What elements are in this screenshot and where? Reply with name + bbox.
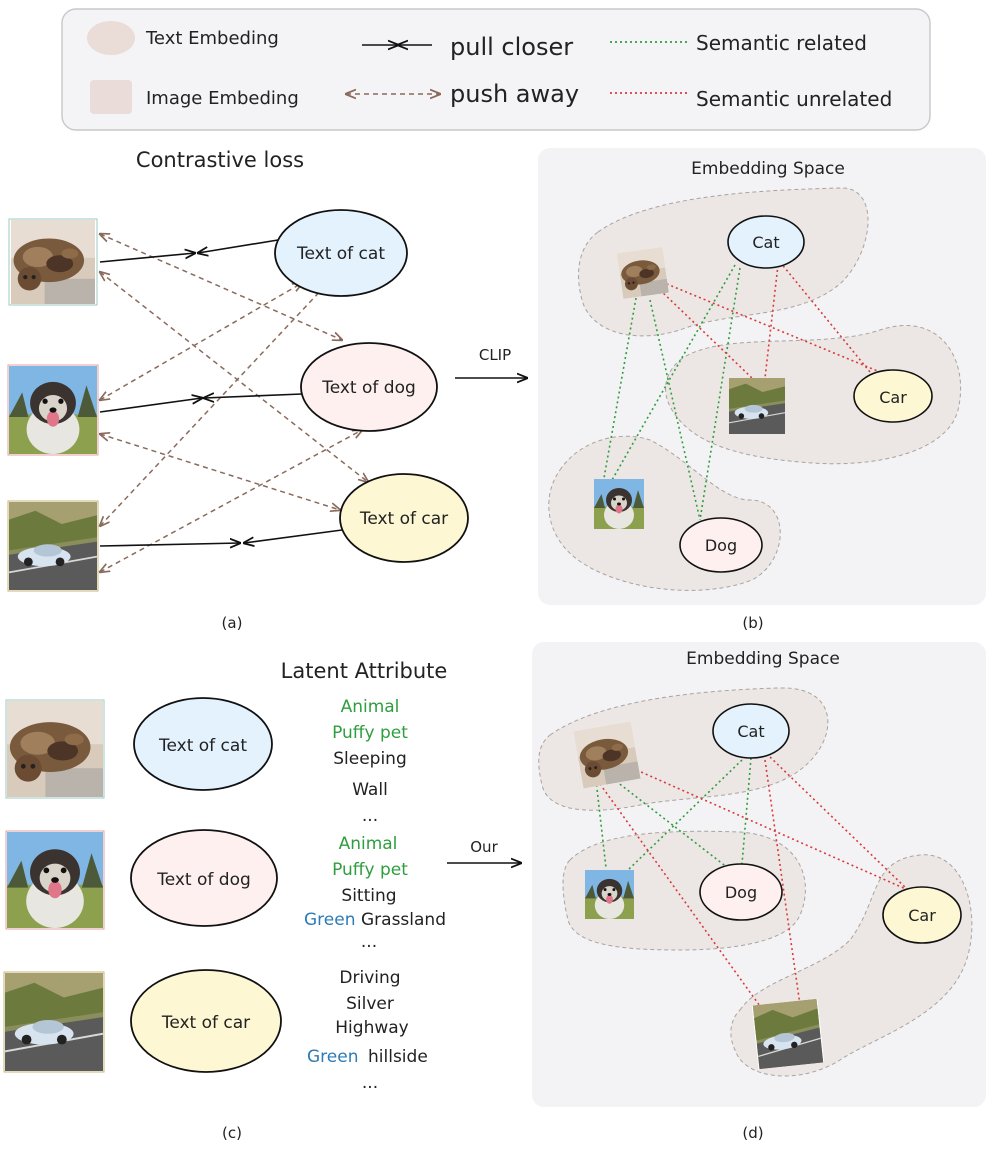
node-dog-b-label: Dog	[705, 536, 737, 555]
image-cat-d	[573, 721, 641, 789]
legend-image-embedding: Image Embeding	[146, 88, 299, 109]
text-node-car-a	[339, 473, 469, 563]
text-node-cat-c	[133, 697, 273, 791]
panel-b-caption: (b)	[742, 614, 763, 632]
attributes-car: Driving Silver Highway Green hillside ..…	[307, 968, 428, 1093]
attributes-cat: Animal Puffy pet Sleeping Wall ...	[332, 697, 408, 826]
node-cat-b-label: Cat	[752, 233, 779, 252]
node-dog-d	[699, 863, 783, 921]
unrelated-lines-b	[659, 261, 881, 379]
text-node-dog-c-label: Text of dog	[156, 870, 251, 890]
pull-closer-arrows	[99, 239, 343, 546]
node-car-d-label: Car	[908, 906, 936, 925]
text-node-car-a-label: Text of car	[359, 509, 448, 529]
panel-c: Latent Attribute Text of cat Text of dog…	[3, 659, 448, 1142]
text-node-dog-a	[300, 342, 438, 432]
image-dog-b	[594, 479, 644, 529]
image-dog-a	[7, 364, 99, 456]
attr-car-ellipsis: ...	[362, 1073, 378, 1093]
legend-semantic-related: Semantic related	[696, 31, 867, 55]
image-embedding-swatch	[90, 80, 132, 114]
our-arrow: Our	[447, 838, 521, 863]
image-car-a	[7, 500, 99, 592]
attr-car-highway: Highway	[335, 1018, 408, 1038]
panel-a-caption: (a)	[222, 614, 243, 632]
image-dog-c	[5, 830, 105, 930]
node-cat-d	[712, 703, 790, 759]
legend: Text Embeding Image Embeding pull closer…	[61, 8, 931, 131]
text-node-dog-a-label: Text of dog	[321, 378, 416, 398]
clip-arrow: CLIP	[455, 346, 527, 378]
attr-car-green: Green	[307, 1047, 358, 1067]
node-dog-b	[679, 517, 763, 573]
attr-car-silver: Silver	[346, 994, 394, 1014]
image-dog-d	[585, 870, 634, 919]
legend-push-away: push away	[450, 80, 579, 108]
node-car-b	[853, 369, 933, 423]
panel-d: Embedding Space	[532, 642, 986, 1142]
related-lines-b	[603, 264, 741, 521]
node-cat-b	[727, 215, 805, 269]
text-node-cat-a	[274, 209, 408, 297]
node-cat-d-label: Cat	[737, 722, 764, 741]
attr-dog-puffy-pet: Puffy pet	[332, 860, 408, 880]
our-arrow-label: Our	[470, 838, 498, 856]
legend-semantic-unrelated: Semantic unrelated	[696, 87, 892, 111]
node-dog-d-label: Dog	[725, 883, 757, 902]
attr-dog-sitting: Sitting	[341, 886, 396, 906]
attributes-dog: Animal Puffy pet Sitting Green Grassland…	[304, 834, 446, 952]
text-embedding-swatch	[87, 21, 135, 55]
text-node-cat-c-label: Text of cat	[158, 736, 247, 756]
image-car-b	[729, 378, 785, 434]
unrelated-lines-d	[599, 756, 909, 1021]
image-cat-a	[8, 218, 98, 306]
image-car-d	[751, 998, 825, 1070]
image-cat-b	[616, 247, 669, 299]
image-car-c	[3, 971, 105, 1073]
text-node-car-c-label: Text of car	[161, 1013, 250, 1033]
attr-car-hillside: hillside	[368, 1047, 428, 1067]
panel-a: Contrastive loss	[7, 148, 469, 632]
related-lines-d	[595, 757, 752, 871]
panel-c-title: Latent Attribute	[281, 659, 448, 683]
attr-car-driving: Driving	[339, 968, 400, 988]
attr-cat-ellipsis: ...	[362, 806, 378, 826]
attr-cat-animal: Animal	[341, 697, 400, 717]
attr-cat-sleeping: Sleeping	[333, 749, 407, 769]
panel-b: Embedding Space Ca	[538, 148, 986, 632]
attr-dog-green: Green	[304, 910, 355, 930]
image-cat-c	[5, 699, 105, 799]
panel-d-title: Embedding Space	[686, 649, 840, 669]
panel-d-caption: (d)	[742, 1124, 763, 1142]
panel-a-title: Contrastive loss	[136, 148, 304, 172]
attr-dog-animal: Animal	[339, 834, 398, 854]
attr-cat-puffy-pet: Puffy pet	[332, 723, 408, 743]
panel-c-caption: (c)	[222, 1124, 242, 1142]
legend-text-embedding: Text Embeding	[145, 28, 279, 49]
attr-dog-ellipsis: ...	[361, 932, 377, 952]
attr-cat-wall: Wall	[352, 780, 388, 800]
text-node-car-c	[130, 969, 282, 1073]
clip-arrow-label: CLIP	[479, 346, 511, 364]
node-car-d	[882, 886, 962, 944]
node-car-b-label: Car	[879, 388, 907, 407]
panel-b-title: Embedding Space	[691, 159, 845, 179]
text-node-dog-c	[130, 829, 278, 927]
attr-dog-grassland: Grassland	[361, 910, 446, 930]
text-node-cat-a-label: Text of cat	[296, 244, 385, 264]
legend-pull-closer: pull closer	[450, 33, 573, 61]
